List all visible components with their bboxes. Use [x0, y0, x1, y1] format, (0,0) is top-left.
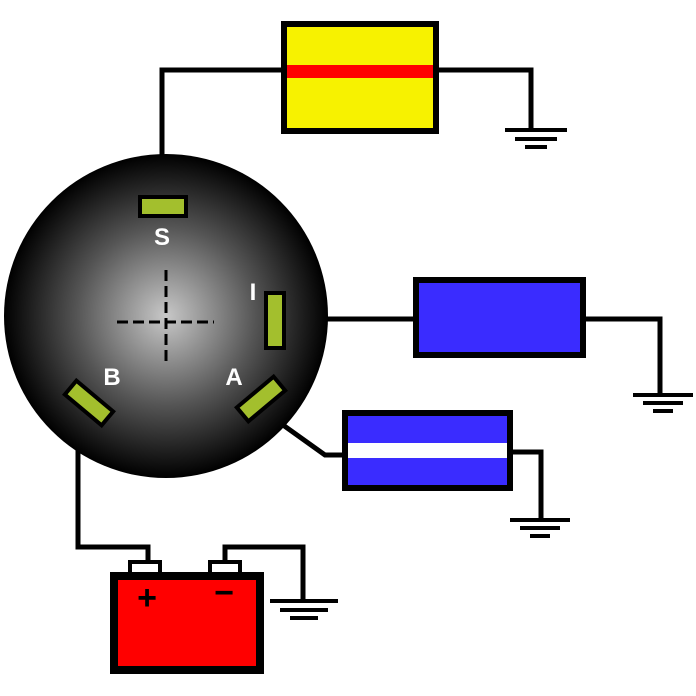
- wire-b: [75, 410, 151, 562]
- ignition-load-box: [413, 277, 586, 358]
- terminal-b: [62, 377, 116, 429]
- wire-accessory-ground: [512, 449, 544, 520]
- terminal-label-a: A: [225, 364, 242, 391]
- battery-body: [110, 572, 264, 674]
- wire-ignition-ground: [585, 316, 663, 395]
- terminal-label-i: I: [250, 279, 257, 306]
- accessory-band: [348, 443, 507, 458]
- terminal-label-b: B: [103, 364, 120, 391]
- starter-band: [287, 65, 433, 78]
- ground-icon: [510, 518, 570, 538]
- battery-negative-sign: −: [214, 574, 234, 612]
- ground-icon: [633, 393, 693, 413]
- ground-icon: [270, 599, 338, 620]
- ground-icon: [505, 128, 567, 149]
- wire-a: [281, 422, 343, 458]
- terminal-s: [138, 195, 188, 218]
- terminal-i: [264, 291, 286, 350]
- wire-battery-ground: [222, 544, 306, 601]
- wire-starter-ground: [438, 67, 534, 130]
- terminal-a: [234, 373, 288, 425]
- wire-s: [159, 67, 282, 195]
- battery-positive-sign: +: [137, 579, 157, 617]
- terminal-label-s: S: [154, 224, 170, 251]
- crosshair: [117, 270, 214, 366]
